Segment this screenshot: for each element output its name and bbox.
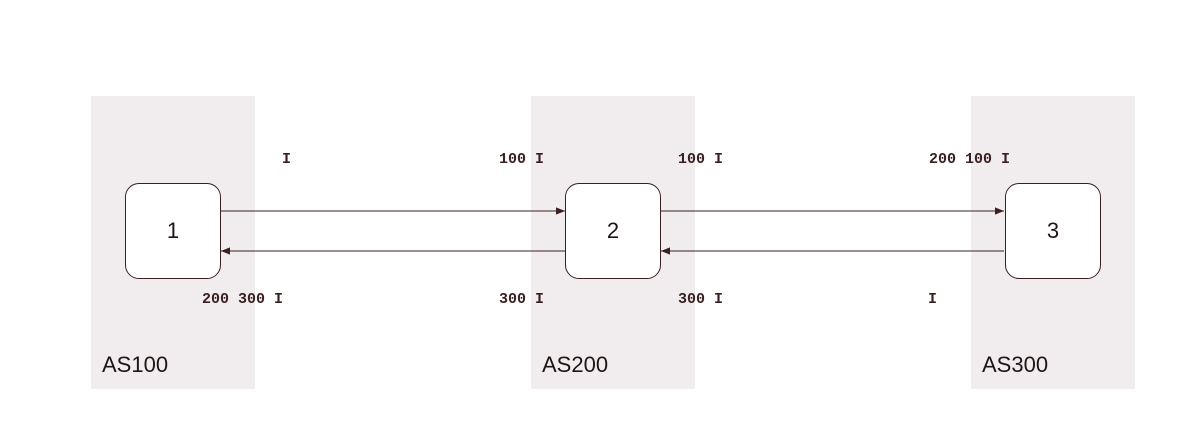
router-1-label: 1 [166,218,180,243]
as-label-as200: AS200 [542,352,609,377]
router-3-label: 3 [1046,218,1060,243]
router-2[interactable]: 2 [565,183,661,279]
path-label-r3-sent: I [928,291,938,308]
path-label-r3-received: 200 100 I [929,151,1011,168]
path-label-r2-sent-to-r1: 300 I [499,291,545,308]
path-label-r1-received: 200 300 I [202,291,284,308]
router-3[interactable]: 3 [1005,183,1101,279]
router-2-label: 2 [606,218,620,243]
path-label-r2-sent-to-r3: 100 I [678,151,724,168]
path-label-r2-received-from-r1: 100 I [499,151,545,168]
path-label-r2-received-from-r3: 300 I [678,291,724,308]
as-label-as100: AS100 [102,352,169,377]
as-label-as300: AS300 [982,352,1049,377]
router-1[interactable]: 1 [125,183,221,279]
path-label-r1-sent: I [282,151,292,168]
